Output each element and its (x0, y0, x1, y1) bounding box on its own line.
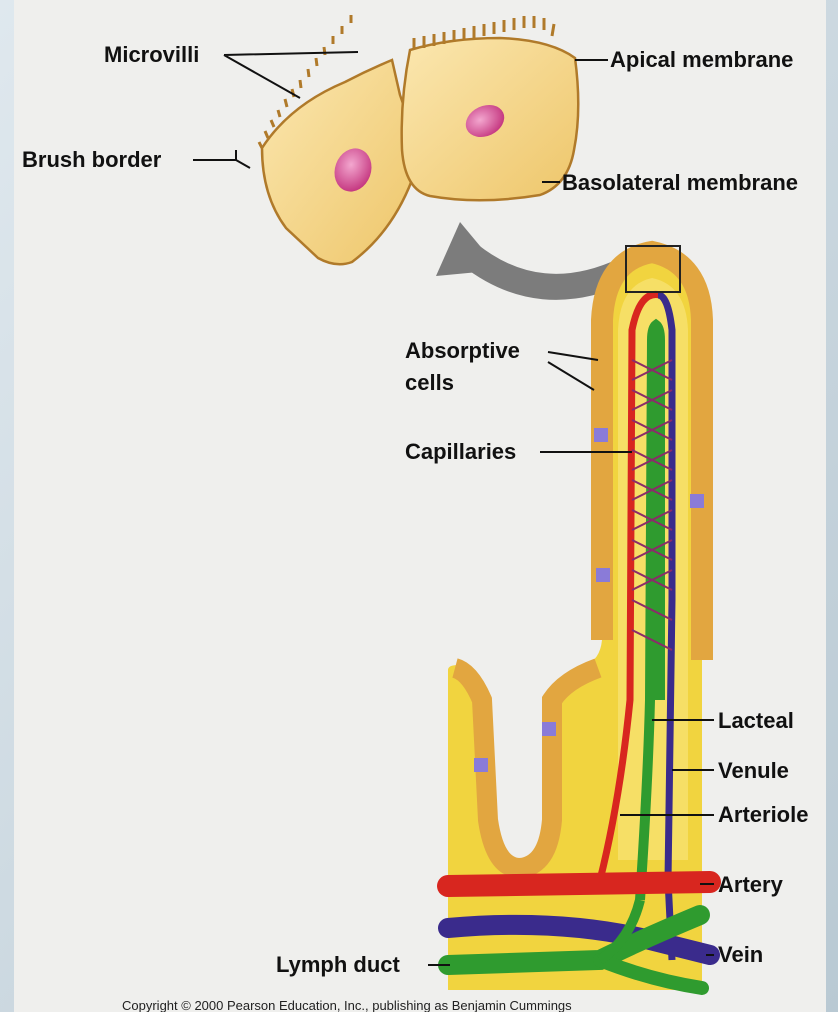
label-brush-border: Brush border (22, 147, 162, 172)
label-vein: Vein (718, 942, 763, 967)
label-capillaries: Capillaries (405, 439, 516, 464)
label-absorptive-cells-2: cells (405, 370, 454, 395)
goblet-cell (474, 758, 488, 772)
label-microvilli: Microvilli (104, 42, 199, 67)
label-lymph-duct: Lymph duct (276, 952, 401, 977)
label-apical-membrane: Apical membrane (610, 47, 793, 72)
goblet-cell (596, 568, 610, 582)
label-artery: Artery (718, 872, 784, 897)
label-arteriole: Arteriole (718, 802, 808, 827)
label-venule: Venule (718, 758, 789, 783)
goblet-cell (690, 494, 704, 508)
label-basolateral-membrane: Basolateral membrane (562, 170, 798, 195)
goblet-cell (594, 428, 608, 442)
label-lacteal: Lacteal (718, 708, 794, 733)
copyright-text: Copyright © 2000 Pearson Education, Inc.… (122, 998, 572, 1012)
goblet-cell (542, 722, 556, 736)
label-absorptive-cells-1: Absorptive (405, 338, 520, 363)
artery-vessel (448, 882, 710, 886)
